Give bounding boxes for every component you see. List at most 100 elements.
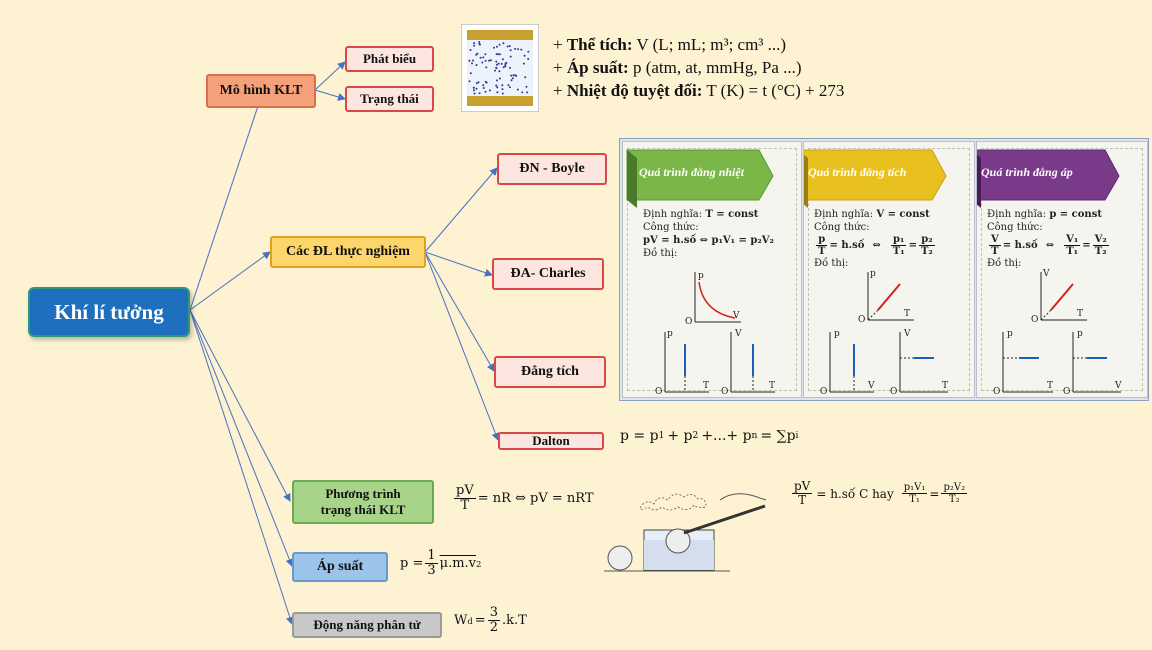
gas-molecule: [504, 63, 507, 66]
gas-molecule: [508, 86, 511, 89]
node-phuong-trinh-trang-thai[interactable]: Phương trình trạng thái KLT: [292, 480, 434, 524]
gas-molecule: [524, 76, 527, 79]
gas-molecule: [479, 56, 482, 59]
gas-molecule: [498, 70, 501, 73]
gas-molecule: [489, 59, 492, 62]
gas-molecule: [473, 44, 476, 47]
gas-molecule: [493, 46, 495, 49]
gas-molecule: [522, 62, 525, 65]
gas-molecule: [477, 81, 480, 84]
gas-molecule: [494, 69, 496, 72]
root-node[interactable]: Khí lí tưởng: [28, 287, 190, 337]
svg-text:p: p: [870, 269, 876, 279]
svg-text:T: T: [942, 381, 948, 391]
gas-molecule: [495, 63, 498, 66]
node-dong-nang-phan-tu[interactable]: Động năng phân tử: [292, 612, 442, 638]
node-label-line1: Phương trình: [325, 485, 401, 501]
gas-molecule: [523, 54, 526, 57]
gas-molecule: [475, 82, 478, 85]
node-cac-dl-thuc-nghiem[interactable]: Các ĐL thực nghiệm: [270, 236, 426, 268]
svg-text:V: V: [732, 311, 740, 321]
node-label: Các ĐL thực nghiệm: [286, 244, 410, 260]
gas-molecule: [497, 53, 500, 56]
gas-molecule: [509, 49, 512, 52]
gas-molecule: [468, 80, 471, 83]
gas-molecule: [516, 88, 519, 91]
node-label: Trạng thái: [360, 90, 419, 106]
gas-molecule: [473, 92, 476, 95]
node-label: Phát biểu: [362, 50, 417, 66]
gas-molecule: [514, 47, 517, 50]
svg-text:O: O: [858, 315, 865, 325]
gas-molecule: [485, 66, 488, 69]
node-ap-suat[interactable]: Áp suất: [292, 552, 388, 582]
gas-molecule: [488, 59, 491, 62]
gas-molecule: [482, 84, 485, 87]
gas-molecule: [498, 43, 501, 46]
gas-properties-list: + Thể tích: V (L; mL; m³; cm³ ...) + Áp …: [553, 33, 844, 102]
gas-molecule: [484, 53, 487, 56]
gas-molecule: [484, 80, 487, 83]
gas-molecule: [512, 74, 515, 77]
node-label: Mô hình KLT: [219, 83, 303, 99]
node-da-charles[interactable]: ĐA- Charles: [492, 258, 604, 290]
node-trang-thai[interactable]: Trạng thái: [345, 86, 434, 112]
panel-isothermal: p V O p T O V T O Quá trình đẳng nhiệt Đ…: [622, 141, 802, 398]
svg-text:O: O: [655, 387, 662, 397]
svg-text:O: O: [820, 387, 827, 397]
gas-molecule: [473, 42, 476, 45]
node-label: ĐA- Charles: [510, 266, 586, 282]
gas-molecule: [502, 42, 505, 45]
gas-molecule: [484, 59, 487, 62]
gas-molecule: [506, 45, 509, 48]
gas-molecule: [495, 53, 498, 56]
gas-molecule: [475, 64, 478, 67]
gas-molecule: [501, 88, 504, 91]
gas-molecule: [507, 84, 510, 87]
node-label: Dalton: [532, 432, 570, 448]
gas-cylinder-illustration: [461, 24, 539, 112]
panel-isobaric: V T O p T O p V O Quá trình đẳng áp Định…: [976, 141, 1148, 398]
gas-molecule: [505, 61, 508, 64]
node-dang-tich[interactable]: Đẳng tích: [494, 356, 606, 388]
gas-molecule: [471, 62, 473, 65]
svg-text:V: V: [734, 329, 742, 339]
gas-molecule: [478, 92, 481, 95]
node-dn-boyle[interactable]: ĐN - Boyle: [497, 153, 607, 185]
gas-molecule: [502, 66, 505, 69]
svg-text:p: p: [667, 329, 673, 339]
svg-text:O: O: [890, 387, 897, 397]
gas-molecule: [501, 84, 504, 87]
gas-molecule: [514, 74, 517, 77]
gas-molecule: [520, 48, 523, 51]
node-phat-bieu[interactable]: Phát biểu: [345, 46, 434, 72]
gas-molecule: [517, 48, 519, 51]
gas-molecule: [481, 61, 484, 64]
svg-text:O: O: [1031, 315, 1038, 325]
gas-molecule: [500, 62, 503, 65]
gas-molecule: [484, 90, 487, 93]
gas-molecule: [495, 84, 498, 87]
svg-text:O: O: [993, 387, 1000, 397]
node-label: ĐN - Boyle: [519, 161, 585, 177]
node-label: Áp suất: [316, 559, 364, 575]
gas-molecule: [501, 58, 504, 61]
node-label: Đẳng tích: [521, 364, 579, 380]
gas-molecule: [509, 66, 511, 69]
gas-molecule: [495, 60, 498, 63]
node-dalton[interactable]: Dalton: [498, 432, 604, 450]
gas-molecule: [504, 65, 507, 68]
gas-molecule: [488, 89, 491, 92]
gas-molecule: [472, 59, 474, 62]
node-mo-hinh-klt[interactable]: Mô hình KLT: [206, 74, 316, 108]
gas-molecule: [510, 79, 513, 82]
panel-text: Định nghĩa: T = const Công thức: pV = h.…: [643, 209, 774, 259]
property-volume: + Thể tích: V (L; mL; m³; cm³ ...): [553, 35, 787, 54]
gas-molecule: [495, 66, 498, 69]
